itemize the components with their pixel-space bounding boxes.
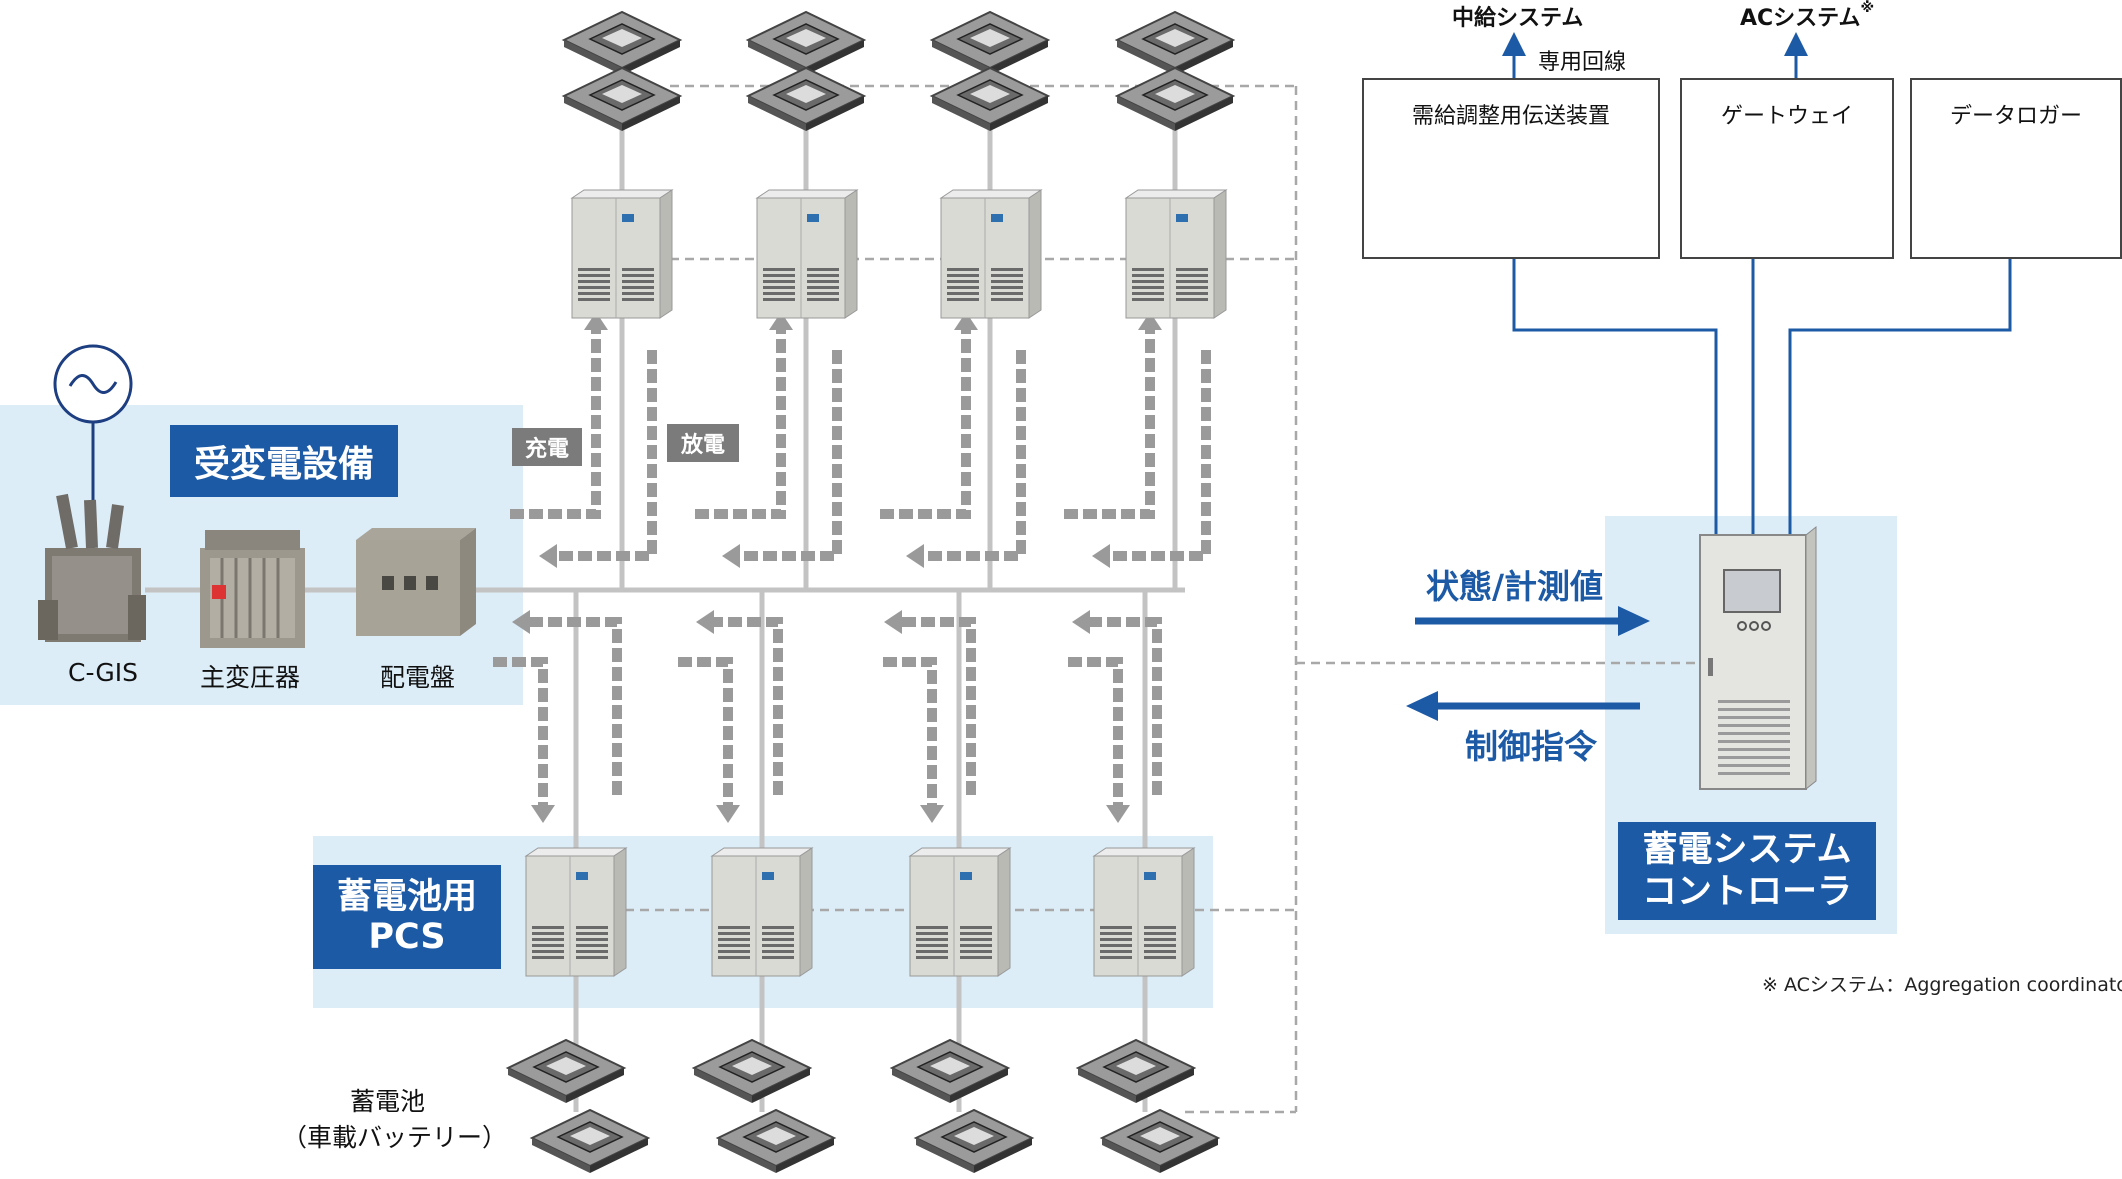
ac-system-text: ACシステム (1740, 6, 1861, 31)
controller-wiring (1502, 32, 2012, 535)
flow-arrow-heads-lower (512, 610, 1130, 823)
command-arrow (1406, 691, 1640, 721)
ac-system-label: ACシステム※ (1740, 0, 1874, 32)
substation-title: 受変電設備 (170, 425, 398, 497)
transmission-device-box: 需給調整用伝送装置 (1362, 78, 1660, 259)
status-arrow (1415, 606, 1650, 636)
generator-symbol (53, 344, 133, 548)
pcs-title: 蓄電池用 PCS (313, 865, 501, 969)
controller-cabinet (1699, 525, 1817, 791)
pcs-title-line1: 蓄電池用 (336, 877, 477, 917)
controller-title: 蓄電システム コントローラ (1618, 822, 1876, 920)
flow-arrow-heads-upper (539, 312, 1162, 568)
controller-title-line2: コントローラ (1641, 872, 1852, 912)
datalogger-device-box: データロガー (1910, 78, 2122, 259)
pcs-cabinets-upper (571, 189, 1227, 319)
switchboard-equipment (356, 528, 476, 636)
gateway-device-box: ゲートウェイ (1680, 78, 1894, 259)
transmission-device-title: 需給調整用伝送装置 (1411, 104, 1610, 129)
command-label: 制御指令 (1465, 727, 1597, 766)
footnote: ※ ACシステム：Aggregation coordinator (1762, 974, 2122, 996)
charge-label: 充電 (512, 428, 582, 466)
controller-title-line1: 蓄電システム (1642, 830, 1852, 870)
pcs-title-line2: PCS (368, 917, 446, 957)
flow-arrows-upper (510, 330, 1211, 561)
cgis-equipment (38, 493, 146, 642)
battery-label-line1: 蓄電池 (350, 1087, 426, 1116)
switchboard-label: 配電盤 (380, 663, 456, 692)
battery-group-lower (507, 1039, 1219, 1174)
transformer-equipment (200, 530, 305, 648)
battery-label-line2: （車載バッテリー） (282, 1123, 508, 1152)
cgis-label: C-GIS (68, 658, 139, 687)
gateway-device-title: ゲートウェイ (1720, 104, 1853, 129)
dedicated-line-label: 専用回線 (1538, 50, 1627, 75)
discharge-label: 放電 (667, 424, 739, 462)
supply-system-label: 中給システム (1452, 6, 1584, 31)
datalogger-device-title: データロガー (1949, 104, 2082, 129)
ac-system-mark: ※ (1860, 0, 1875, 16)
status-label: 状態/計測値 (1426, 567, 1604, 606)
flow-arrows-lower (493, 617, 1162, 805)
battery-group-upper (563, 11, 1234, 132)
transformer-label: 主変圧器 (200, 663, 301, 692)
